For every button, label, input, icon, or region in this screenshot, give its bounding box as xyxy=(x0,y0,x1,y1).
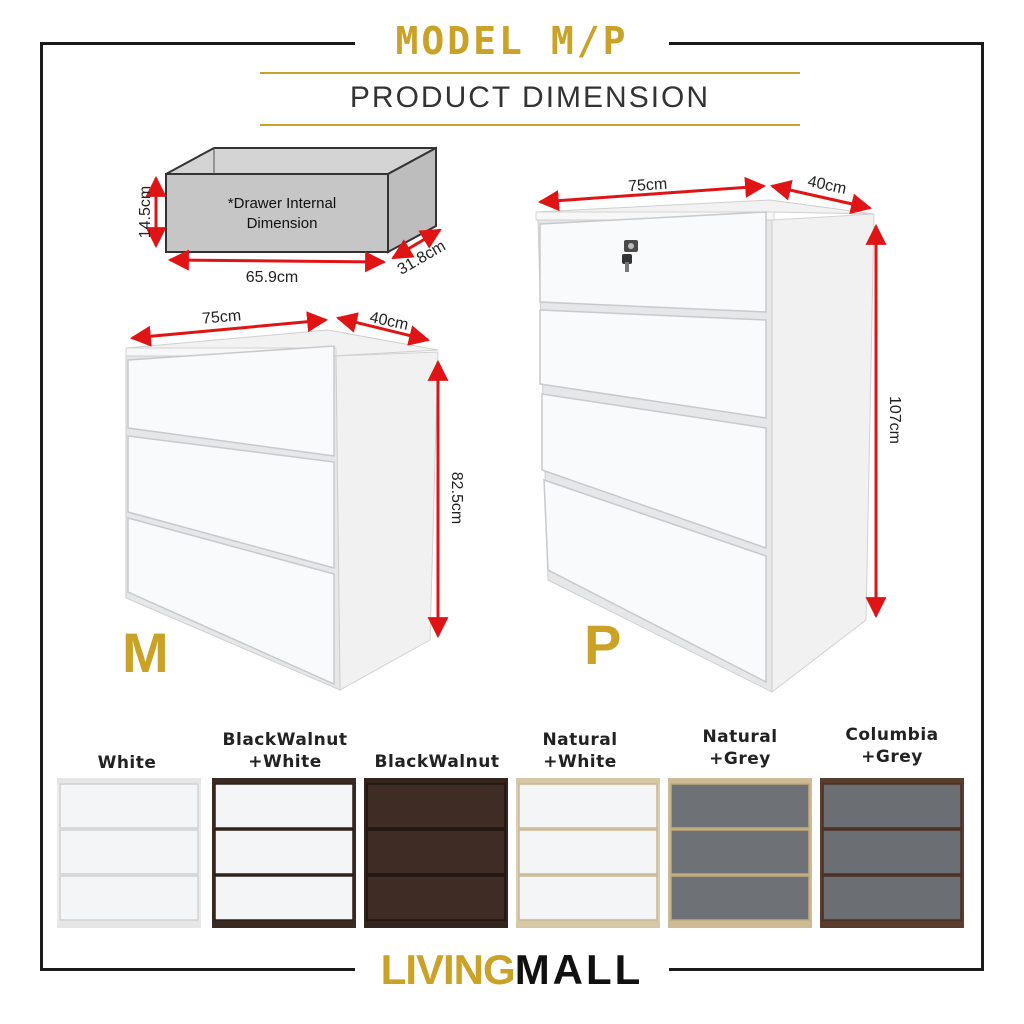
swatch-3-label-line2: +White xyxy=(543,752,617,772)
model-m-drawer-1 xyxy=(127,345,335,457)
swatch-plinth xyxy=(364,921,508,928)
swatch-label-natural-grey: Natural +Grey xyxy=(670,726,810,770)
swatch-drawer-front xyxy=(822,875,962,921)
model-m-letter: M xyxy=(122,621,169,684)
swatch-drawer-front xyxy=(366,875,506,921)
swatch-drawer-front xyxy=(670,829,810,875)
brand-box: LIVINGMALL xyxy=(355,946,669,994)
model-title: MODEL M/P xyxy=(395,19,629,63)
drawer-box-diagram: *Drawer Internal Dimension 14.5cm 65.9cm… xyxy=(137,146,449,286)
model-p-drawer-1 xyxy=(539,211,767,313)
swatch-drawer-front xyxy=(59,783,199,829)
product-dimension-subtitle: PRODUCT DIMENSION xyxy=(349,81,711,114)
swatch-drawer-front xyxy=(822,829,962,875)
swatch-1-label-line2: +White xyxy=(248,752,322,772)
model-m-width-arrow xyxy=(129,311,329,347)
swatch-blackwalnut-white[interactable] xyxy=(212,778,356,928)
swatch-label-blackwalnut: BlackWalnut xyxy=(362,751,512,773)
swatch-label-white: White xyxy=(57,752,197,774)
model-m-cabinet: 75cm 40cm 82.5cm M xyxy=(122,307,465,691)
swatch-natural-grey[interactable] xyxy=(668,778,812,928)
model-m-drawer-3 xyxy=(127,517,335,686)
swatch-plinth xyxy=(212,921,356,928)
model-p-drawer-3 xyxy=(541,393,767,550)
swatch-3-label-line1: Natural xyxy=(542,730,618,750)
drawer-label-line1: *Drawer Internal xyxy=(228,195,336,212)
swatch-columbia-grey[interactable] xyxy=(820,778,964,928)
model-p-width-arrow xyxy=(537,176,767,212)
swatch-drawer-front xyxy=(214,783,354,829)
swatch-5-label-line1: Columbia xyxy=(845,725,939,745)
model-m-depth-label: 40cm xyxy=(368,309,410,334)
swatch-natural-white[interactable] xyxy=(516,778,660,928)
swatch-drawer-front xyxy=(518,829,658,875)
swatch-blackwalnut[interactable] xyxy=(364,778,508,928)
swatch-label-columbia-grey: Columbia +Grey xyxy=(820,724,964,768)
model-p-width-label: 75cm xyxy=(628,176,668,196)
model-p-cabinet: 75cm 40cm 107cm P xyxy=(535,173,903,694)
brand-mall: MALL xyxy=(514,946,644,993)
swatch-5-label-line2: +Grey xyxy=(861,747,923,767)
swatch-drawer-front xyxy=(518,875,658,921)
swatch-drawer-front xyxy=(59,829,199,875)
swatch-0-label-line1: White xyxy=(97,753,157,773)
model-p-depth-arrow xyxy=(769,179,873,215)
model-p-height-label: 107cm xyxy=(886,396,903,444)
brand-logo: LIVINGMALL xyxy=(381,946,644,993)
swatch-drawer-front xyxy=(670,783,810,829)
swatch-drawer-front xyxy=(518,783,658,829)
swatch-drawer-front xyxy=(59,875,199,921)
swatch-label-blackwalnut-white: BlackWalnut +White xyxy=(210,729,360,773)
swatch-plinth xyxy=(57,921,201,928)
drawer-width-label: 65.9cm xyxy=(246,269,298,286)
swatch-4-label-line1: Natural xyxy=(702,727,778,747)
swatch-top-trim xyxy=(57,778,201,784)
swatch-drawer-front xyxy=(670,875,810,921)
drawer-depth-arrow xyxy=(391,228,442,260)
swatch-top-trim xyxy=(364,778,508,784)
swatch-white[interactable] xyxy=(57,778,201,928)
swatch-top-trim xyxy=(516,778,660,784)
swatch-drawer-front xyxy=(822,783,962,829)
swatch-drawer-front xyxy=(366,829,506,875)
swatch-2-label-line1: BlackWalnut xyxy=(374,752,500,772)
swatch-top-trim xyxy=(820,778,964,784)
swatch-plinth xyxy=(668,921,812,928)
drawer-label-line2: Dimension xyxy=(247,215,318,232)
title-box: MODEL M/P xyxy=(355,18,669,64)
drawer-width-arrow xyxy=(167,249,387,273)
subtitle-underline xyxy=(260,124,800,126)
model-m-width-label: 75cm xyxy=(201,307,241,327)
swatch-drawer-front xyxy=(214,875,354,921)
swatch-4-label-line2: +Grey xyxy=(709,749,771,769)
model-p-drawer-4 xyxy=(543,478,767,684)
model-p-drawer-2 xyxy=(539,309,767,419)
model-m-drawer-2 xyxy=(127,435,335,569)
swatch-top-trim xyxy=(212,778,356,784)
swatch-plinth xyxy=(820,921,964,928)
model-m-depth-arrow xyxy=(335,312,431,346)
title-underline xyxy=(260,72,800,74)
swatch-drawer-front xyxy=(214,829,354,875)
swatch-top-trim xyxy=(668,778,812,784)
brand-living: LIVING xyxy=(380,946,516,993)
swatch-plinth xyxy=(516,921,660,928)
swatch-label-natural-white: Natural +White xyxy=(510,729,650,773)
swatch-drawer-front xyxy=(366,783,506,829)
drawer-height-label: 14.5cm xyxy=(137,186,154,238)
swatch-1-label-line1: BlackWalnut xyxy=(222,730,348,750)
model-m-height-label: 82.5cm xyxy=(448,472,465,524)
model-p-letter: P xyxy=(584,613,621,676)
lock-icon xyxy=(622,240,638,272)
